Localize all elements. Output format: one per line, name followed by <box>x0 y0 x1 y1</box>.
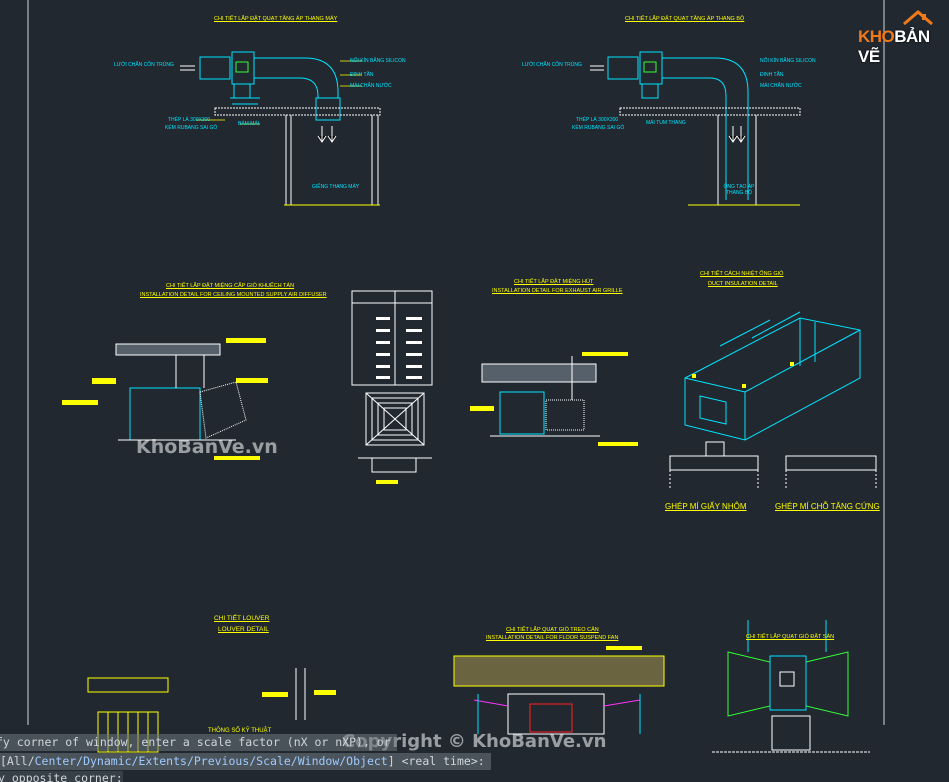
stair-roof-slab <box>619 107 801 206</box>
title-louver-en: LOUVER DETAIL <box>218 626 269 633</box>
label-stair-roof: MÁI TUM THANG <box>646 120 686 126</box>
label-rain-cap-left: MÁI CHẮN NƯỚC <box>350 83 392 89</box>
command-input-line[interactable]: y opposite corner: <box>0 771 123 782</box>
title-elevator-fan: CHI TIẾT LẮP ĐẶT QUẠT TĂNG ÁP THANG MÁY <box>214 16 338 22</box>
label-stair-duct: ỐNG TẠO ÁP THANG BỘ <box>723 184 755 196</box>
title-floor-fan-vn: CHI TIẾT LẮP QUẠT GIÓ TREO CÂN <box>506 627 599 633</box>
diffuser-schedule-table <box>351 290 433 386</box>
label-joint-reinforce: GHÉP MÍ CHỖ TĂNG CỨNG <box>775 502 880 511</box>
label-galvanized-left: KÉM RUBANG SAI GÓ <box>165 125 218 131</box>
title-diffuser-en: INSTALLATION DETAIL FOR CEILING MOUNTED … <box>140 292 327 298</box>
command-prompt-suffix: ] <real time>: <box>387 754 485 768</box>
stair-airflow-arrows <box>728 126 746 143</box>
title-stair-fan: CHI TIẾT LẮP ĐẶT QUẠT TĂNG ÁP THANG BỘ <box>625 16 745 22</box>
command-prompt-options[interactable]: Center/Dynamic/Extents/Previous/Scale/Wi… <box>34 754 388 768</box>
detail-diffuser <box>62 338 268 460</box>
title-exhaust-vn: CHI TIẾT LẮP ĐẶT MIỆNG HÚT <box>514 279 594 285</box>
logo-text-banve: BẢN VẼ <box>858 27 930 66</box>
label-insect-screen-left: LƯỚI CHẮN CÔN TRÙNG <box>114 62 174 68</box>
label-silicon-right: NỐI KÍN BẰNG SILICON <box>760 58 816 64</box>
label-insect-screen-right: LƯỚI CHẮN CÔN TRÙNG <box>522 62 582 68</box>
command-prompt-line[interactable]: [All/Center/Dynamic/Extents/Previous/Sca… <box>0 753 491 770</box>
khobanve-logo: KHOBẢN VẼ <box>852 10 942 66</box>
command-prompt-prefix: [All/ <box>0 754 35 768</box>
insulation-joint-sections <box>669 441 877 490</box>
house-roof-icon <box>903 10 933 26</box>
watermark-center: KhoBanVe.vn <box>136 436 278 458</box>
detail-floor-fan <box>453 646 665 735</box>
label-steel-plate-left: THÉP LÁ 300X300 <box>168 117 211 123</box>
label-rivet-right: ĐINH TẦN <box>760 72 784 78</box>
label-rain-cap-right: MÁI CHẮN NƯỚC <box>760 83 802 89</box>
title-insulation-en: DUCT INSULATION DETAIL <box>708 281 778 287</box>
detail-stair-fan <box>590 51 749 200</box>
label-joint-aluminium: GHÉP MÍ GIẤY NHÔM <box>665 502 747 511</box>
command-history-line-1: fy corner of window, enter a scale facto… <box>0 734 397 751</box>
label-steel-plate-right: THÉP LÁ 300X300 <box>576 117 619 123</box>
label-louver-spec: THÔNG SỐ KỸ THUẬT <box>208 728 272 734</box>
detail-duct-insulation <box>684 311 861 441</box>
detail-ground-fan <box>712 620 870 753</box>
label-roof-left: BÁM MÁI <box>238 121 260 127</box>
square-diffuser-plan <box>365 392 425 446</box>
schedule-cells <box>376 317 422 379</box>
title-exhaust-en: INSTALLATION DETAIL FOR EXHAUST AIR GRIL… <box>492 288 623 294</box>
watermark-copyright: Copyright © KhoBanVe.vn <box>342 731 607 752</box>
diffuser-section <box>358 457 432 484</box>
louver-section <box>262 668 336 720</box>
title-diffuser-vn: CHI TIẾT LẮP ĐẶT MIỆNG CẤP GIÓ KHUẾCH TÁ… <box>166 283 295 289</box>
title-louver-vn: CHI TIẾT LOUVER <box>214 615 270 622</box>
label-rivet-left: ĐINH TẦN <box>350 72 374 78</box>
label-elevator-shaft: GIẾNG THANG MÁY <box>312 184 360 190</box>
title-ground-fan: CHI TIẾT LẮP QUẠT GIÓ ĐẶT SÀN <box>746 634 835 640</box>
detail-elevator-fan <box>180 51 341 121</box>
elevator-airflow-arrows <box>317 126 337 143</box>
title-insulation-vn: CHI TIẾT CÁCH NHIỆT ỐNG GIÓ <box>700 271 784 277</box>
label-galvanized-right: KÉM RUBANG SAI GÓ <box>572 125 625 131</box>
elevator-leaders <box>196 60 362 125</box>
elevator-roof-slab <box>214 107 381 206</box>
title-floor-fan-en: INSTALLATION DETAIL FOR FLOOR SUSPEND FA… <box>486 635 619 641</box>
logo-text-kho: KHO <box>858 27 895 46</box>
label-silicon-left: NỐI KÍN BẰNG SILICON <box>350 58 406 64</box>
detail-exhaust <box>470 352 638 446</box>
